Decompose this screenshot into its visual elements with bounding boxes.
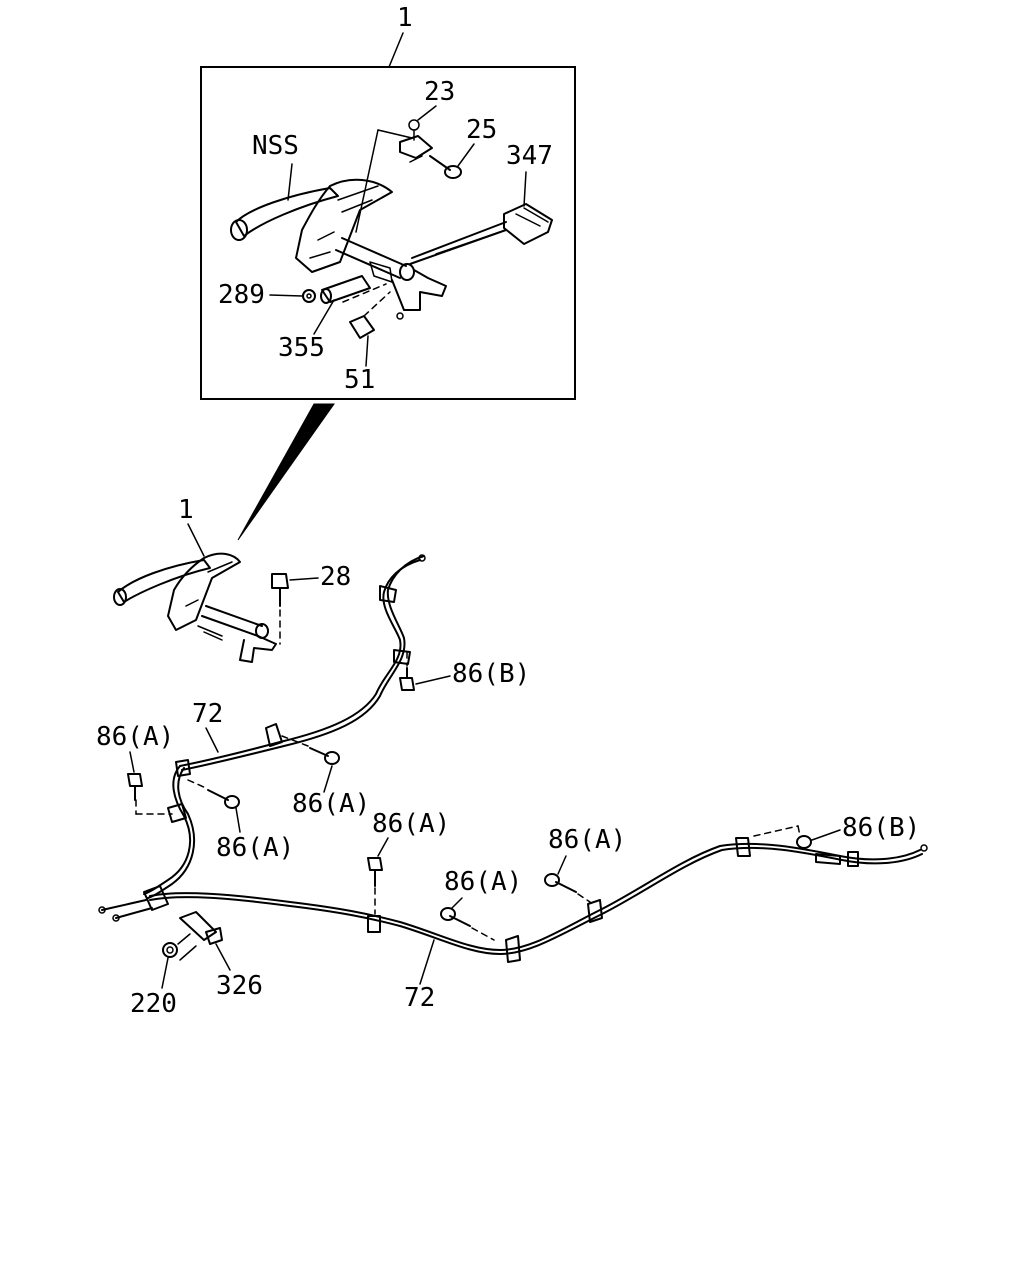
label-86b-right: 86(B)	[842, 813, 920, 843]
label-86a-right1: 86(A)	[444, 867, 522, 897]
detail-box-frame	[200, 66, 576, 400]
bolts-lower	[367, 835, 812, 941]
detail-labels: NSS 23 25 347 289 355 51	[218, 77, 553, 395]
label-220: 220	[130, 989, 177, 1019]
label-72-lower: 72	[404, 983, 435, 1013]
cable-72-upper	[135, 554, 426, 899]
bolts-upper	[127, 651, 415, 809]
detail-callout-leader	[388, 32, 404, 68]
label-86a-mid: 86(A)	[292, 789, 370, 819]
label-86a-right2: 86(A)	[548, 825, 626, 855]
cable-72-lower	[149, 825, 928, 963]
label-86a-low: 86(A)	[216, 833, 294, 863]
label-86a-center: 86(A)	[372, 809, 450, 839]
label-nss: NSS	[252, 131, 299, 161]
adjuster-assembly	[98, 885, 223, 961]
label-347: 347	[506, 141, 553, 171]
label-25: 25	[466, 115, 497, 145]
lever-assembly-detail	[230, 119, 553, 339]
label-86a-left: 86(A)	[96, 722, 174, 752]
label-72-upper: 72	[192, 699, 223, 729]
lever-assembly-main	[113, 552, 289, 663]
label-326: 326	[216, 971, 263, 1001]
detail-pointer	[237, 403, 335, 541]
label-86b-top: 86(B)	[452, 659, 530, 689]
label-355: 355	[278, 333, 325, 363]
detail-box: 1	[200, 3, 576, 400]
label-1-assembly: 1	[178, 495, 194, 525]
label-28: 28	[320, 562, 351, 592]
detail-callout-label: 1	[397, 3, 413, 33]
label-289: 289	[218, 280, 265, 310]
label-23: 23	[424, 77, 455, 107]
assembly-labels: 1 28 86(B) 72 86(A) 86(A) 86(A) 86(A) 86…	[96, 495, 920, 1019]
label-51: 51	[344, 365, 375, 395]
